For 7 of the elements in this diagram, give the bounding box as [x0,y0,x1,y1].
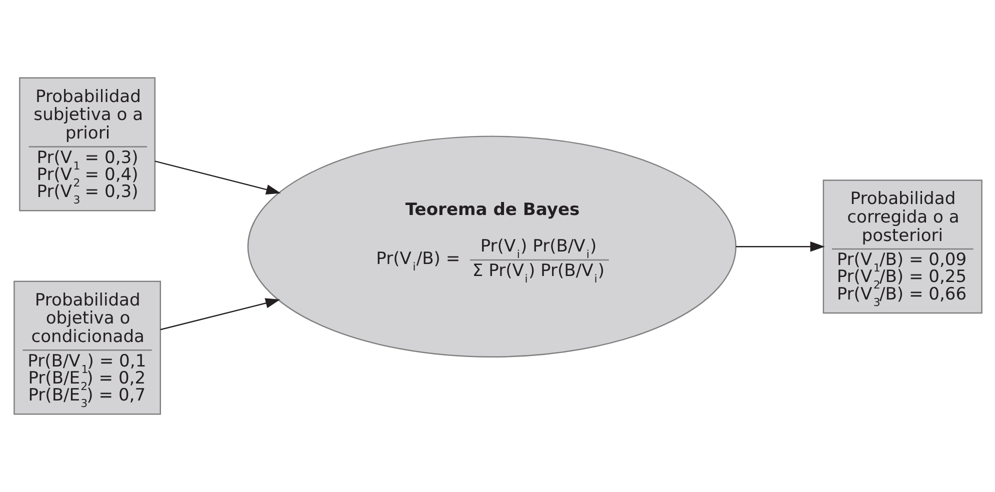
arrow [160,298,280,330]
node-box: Probabilidad subjetiva o a priori Pr(V$_{1}$ = 0,3) Pr(V$_{2}$ = 0,4) Pr(V$_{3}$ = 0,3) [18,77,156,212]
arrow [735,241,824,252]
node-box: Probabilidad objetiva o condicionada Pr(B/V$_{1}$) = 0,1 Pr(B/E$_{2}$) = 0,2 Pr(B/E$_{3}$) = 0,7 [13,280,160,415]
arrow [154,160,280,195]
node-ellipse: Teorema de Bayes Pr(V$_{i}$/B) = Pr(V$_{i}$) Pr(B/V$_{i}$) Σ Pr(V$_{i}$) Pr(B/V$_{i}$) [246,136,736,358]
node-box: Probabilidad corregida o a posteriori Pr(V$_{1}$/B) = 0,09 Pr(V$_{2}$/B) = 0,25 Pr(V$_{3}$/B) = 0,66 [822,180,982,314]
